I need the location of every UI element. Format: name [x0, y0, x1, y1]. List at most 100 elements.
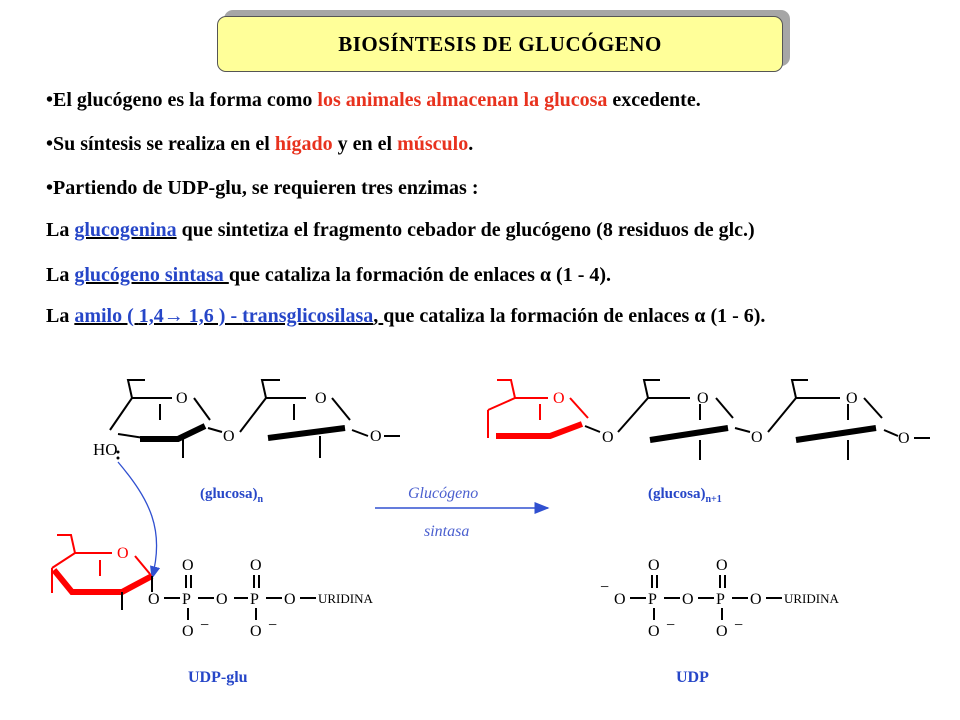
new-ring-bottom-bold [496, 421, 584, 439]
udp-glu-ring-ch2 [57, 534, 76, 554]
udp-glu-ring-upper [51, 552, 112, 569]
bullet-3: •Partiendo de UDP-glu, se requieren tres… [46, 177, 479, 200]
enzyme-1-desc: que sintetiza el fragmento cebador de gl… [176, 219, 755, 241]
udp-atoms: − O O P O − O O P O − O URIDINA [600, 557, 839, 640]
udp-p1-oxo: O [648, 557, 660, 574]
bullet-1-highlight: los animales almacenan la glucosa [317, 89, 608, 111]
enzyme-line-3: La amilo ( 1,4→ 1,6 ) - transglicosilasa… [46, 305, 765, 328]
atom-bridge-o-3: O [602, 429, 614, 446]
udp-glu-p1-double-bond [185, 575, 192, 588]
udp-p1: P [648, 591, 657, 608]
udp-p1-ominus: O [648, 623, 660, 640]
bullet-1-text: •El glucógeno es la forma como [46, 89, 318, 111]
udp-bridge-o: O [682, 591, 694, 608]
enzyme-amilo: amilo ( [74, 305, 139, 327]
ring-3-bottom-bold [649, 425, 729, 443]
atom-ring-o-3: O [697, 390, 709, 407]
atoms-chain-n: O O O O HO [93, 390, 382, 460]
enzyme-3-pre: La [46, 305, 75, 327]
udp-glu-o5: O [284, 591, 296, 608]
bullet-2: •Su síntesis se realiza en el hígado y e… [46, 133, 473, 156]
udp-glu-charge-2: − [268, 617, 277, 634]
atom-hydroxyl-ho: HO [93, 440, 118, 459]
atom-bridge-o-2: O [370, 428, 382, 445]
udp-glu-p2-ominus: O [250, 623, 262, 640]
atom-ring-o-2: O [315, 390, 327, 407]
slide-title: BIOSÍNTESIS DE GLUCÓGENO [217, 16, 783, 72]
glucose-chain-n1 [487, 379, 930, 460]
udp-glucose-molecule [51, 534, 316, 620]
glyco-link-5 [883, 429, 899, 437]
udp-glu-sugar-ring [51, 534, 154, 595]
label-glucosa-n: (glucosa)n [200, 486, 264, 505]
udp-p2-ominus: O [716, 623, 728, 640]
atom-bridge-o-4: O [751, 429, 763, 446]
udp-glu-p1: P [182, 591, 191, 608]
new-ring-right [569, 397, 589, 419]
ring-3-upper [617, 397, 690, 433]
ring-2-ch2 [260, 379, 280, 399]
enzyme-2-pre: La [46, 264, 75, 286]
ring-1-ch2 [126, 379, 145, 399]
udp-uridina: URIDINA [784, 591, 839, 606]
enzyme-transglicosilasa: transglicosilasa [242, 305, 374, 327]
label-glucosa-n1: (glucosa)n+1 [648, 486, 722, 505]
atom-bridge-o-1: O [223, 428, 235, 445]
atom-new-ring-o: O [553, 390, 565, 407]
glucose-chain-n [109, 379, 400, 458]
udp-glu-ring-right [134, 555, 151, 575]
udp-glu-p2: P [250, 591, 259, 608]
ring-4-ch2 [790, 379, 808, 399]
new-glucose-unit [487, 379, 589, 439]
slide-title-text: BIOSÍNTESIS DE GLUCÓGENO [338, 31, 662, 56]
enzyme-amilo-positions: 1,4→ 1,6 ) - [138, 305, 243, 327]
bullet-2-muscle: músculo [397, 133, 469, 155]
udp-glu-o1: O [148, 591, 160, 608]
ring-2-upper [239, 397, 306, 433]
enzyme-3-desc: que cataliza la formación de enlaces α (… [383, 305, 766, 327]
ring-1-bottom-bold [140, 423, 207, 442]
enzyme-3-comma: , [373, 305, 384, 327]
ring-1-upper [109, 397, 172, 431]
label-enzyme-glucogeno: Glucógeno [408, 485, 478, 502]
enzyme-line-1: La glucogenina que sintetiza el fragment… [46, 219, 755, 242]
udp-glu-bonds [121, 575, 316, 620]
udp-glu-bridge-o: O [216, 591, 228, 608]
ring-1-right [193, 397, 211, 421]
ring-3-right [715, 397, 734, 419]
udp-p2-oxo: O [716, 557, 728, 574]
bullet-3-text: •Partiendo de UDP-glu, se requieren tres… [46, 177, 479, 199]
glyco-link-1 [207, 427, 223, 433]
enzyme-2-desc: que cataliza la formación de enlaces α (… [228, 264, 612, 286]
bullet-2-end: . [468, 133, 474, 155]
udp-glu-uridina: URIDINA [318, 591, 373, 606]
udp-glu-charge-1: − [200, 617, 209, 634]
bullet-2-and: y en el [332, 133, 398, 155]
enzyme-line-2: La glucógeno sintasa que cataliza la for… [46, 264, 611, 287]
udp-glu-p2-oxo: O [250, 557, 262, 574]
udp-glu-ring-o: O [117, 545, 129, 562]
udp-p2: P [716, 591, 725, 608]
udp-charge-1: − [666, 617, 675, 634]
label-udp-glu: UDP-glu [188, 669, 248, 686]
lone-pair-dot-1 [116, 456, 120, 460]
atom-bridge-o-5: O [898, 430, 910, 447]
ring-2-right [331, 397, 351, 421]
ring-2-bottom-bold [267, 425, 346, 441]
label-enzyme-sintasa: sintasa [424, 523, 469, 540]
udp-glu-atoms: O O O P O − O O P O − O URIDINA [117, 545, 373, 640]
udp-glu-p1-ominus: O [182, 623, 194, 640]
udp-glu-p1-oxo: O [182, 557, 194, 574]
lone-pair-dot-2 [116, 450, 120, 454]
udp-o-terminal: O [614, 591, 626, 608]
atom-ring-o-4: O [846, 390, 858, 407]
glyco-link-4 [734, 427, 751, 433]
udp-charge-2: − [734, 617, 743, 634]
ring-3-ch2 [642, 379, 660, 399]
udp-glu-p2-double-bond [253, 575, 260, 588]
new-ring-ch2 [497, 379, 516, 399]
ring-4-upper [767, 397, 840, 433]
udp-p1-double-bond [651, 575, 658, 588]
glyco-link-2 [351, 429, 369, 437]
label-udp: UDP [676, 669, 709, 686]
